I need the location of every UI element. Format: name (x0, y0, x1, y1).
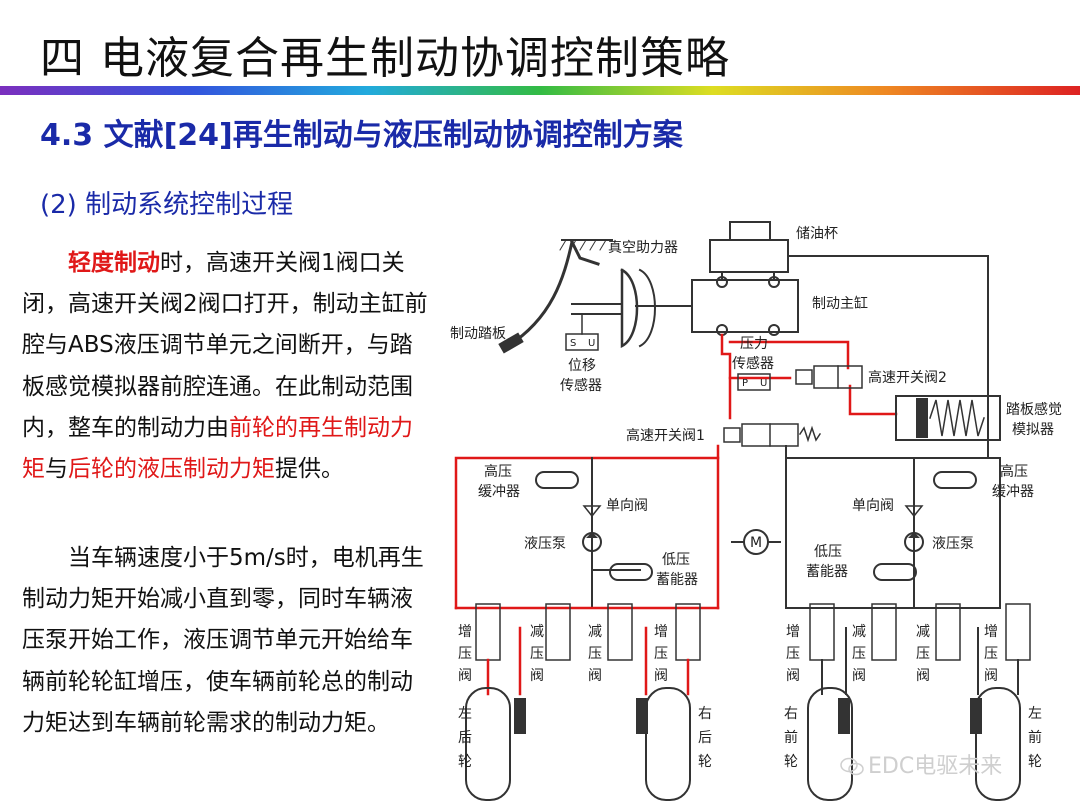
label-inc-valve: 压 (984, 646, 998, 662)
label-hp-right-1: 高压 (1000, 463, 1028, 480)
label-simulator-1: 踏板感觉 (1006, 401, 1062, 418)
label-brake-pedal: 制动踏板 (450, 326, 506, 342)
label-pump-right: 液压泵 (932, 536, 974, 552)
label-sensor-u: U (588, 338, 595, 349)
label-valve-2: 高速开关阀2 (868, 369, 947, 386)
paragraph-segment: 后轮的液压制动力矩 (68, 456, 275, 483)
label-right-front-wheel: 右 (784, 706, 798, 722)
label-sensor-u2: U (760, 378, 767, 389)
page-title: 四 电液复合再生制动协调控制策略 (40, 33, 730, 84)
paragraph-segment: 前轮的再生制动力矩 (22, 414, 413, 483)
label-pump-left: 液压泵 (524, 536, 566, 552)
paragraph-low-speed: 当车辆速度小于5m/s时，电机再生制动力矩开始减小直到零，同时车辆液压泵开始工作… (22, 545, 424, 736)
label-hp-left-1: 高压 (484, 463, 512, 480)
label-inc-valve: 压 (654, 646, 668, 662)
label-inc-valve: 阀 (654, 668, 668, 684)
label-inc-valve: 压 (458, 646, 472, 662)
label-inc-valve: 增 (458, 624, 472, 640)
label-lp-right-2: 蓄能器 (806, 564, 848, 580)
label-dec-valve: 减 (916, 624, 930, 640)
label-pressure-1: 压力 (740, 336, 768, 352)
label-right-rear-wheel: 轮 (698, 754, 712, 770)
label-check-left: 单向阀 (606, 498, 648, 514)
label-inc-valve: 阀 (786, 668, 800, 684)
label-dec-valve: 阀 (916, 668, 930, 684)
brake-system-diagram: 真空助力器 储油杯 制动主缸 制动踏板 S U 位移 传感器 压力 传感器 P … (450, 221, 1062, 801)
label-dec-valve: 阀 (530, 668, 544, 684)
label-lp-left-2: 蓄能器 (656, 572, 698, 588)
label-right-rear-wheel: 后 (698, 730, 712, 746)
label-inc-valve: 阀 (984, 668, 998, 684)
label-pressure-2: 传感器 (732, 355, 774, 372)
wechat-icon (840, 757, 864, 776)
label-dec-valve: 压 (530, 646, 544, 662)
label-simulator-2: 模拟器 (1012, 422, 1054, 438)
paragraph-segment: 与 (45, 456, 68, 483)
label-dec-valve: 减 (852, 624, 866, 640)
valve-labels: 增 压 阀 减 压 阀 减 压 阀 增 压 阀 增 压 阀 减 压 阀 减 压 … (458, 624, 998, 684)
subsection-title: (2) 制动系统控制过程 (40, 190, 294, 220)
section-subtitle: 4.3 文献[24]再生制动与液压制动协调控制方案 (40, 118, 683, 153)
label-inc-valve: 增 (654, 624, 668, 640)
label-valve-1: 高速开关阀1 (626, 427, 705, 444)
label-vacuum-booster: 真空助力器 (608, 240, 678, 256)
label-dec-valve: 减 (588, 624, 602, 640)
label-right-front-wheel: 轮 (784, 754, 798, 770)
label-dec-valve: 压 (916, 646, 930, 662)
label-left-rear-wheel: 左 (458, 706, 472, 722)
label-dec-valve: 阀 (852, 668, 866, 684)
label-hp-left-2: 缓冲器 (478, 484, 520, 500)
paragraph-segment: 提供。 (275, 456, 344, 483)
label-left-rear-wheel: 轮 (458, 754, 472, 770)
label-dec-valve: 压 (588, 646, 602, 662)
label-left-front-wheel: 轮 (1028, 754, 1042, 770)
paragraph-segment: 轻度制动 (68, 250, 160, 276)
label-displacement-1: 位移 (568, 358, 596, 374)
label-inc-valve: 阀 (458, 668, 472, 684)
label-left-rear-wheel: 后 (458, 730, 472, 746)
label-displacement-2: 传感器 (560, 377, 602, 394)
label-sensor-s: S (570, 338, 576, 349)
label-reservoir: 储油杯 (796, 226, 838, 242)
label-motor: M (750, 535, 762, 551)
rainbow-divider (0, 86, 1080, 95)
label-inc-valve: 压 (786, 646, 800, 662)
label-left-front-wheel: 前 (1028, 729, 1042, 746)
wheel-labels: 左 后 轮 右 后 轮 右 前 轮 左 前 轮 (458, 706, 1042, 770)
label-dec-valve: 阀 (588, 668, 602, 684)
paragraph-light-braking: 轻度制动时，高速开关阀1阀口关闭，高速开关阀2阀口打开，制动主缸前腔与ABS液压… (22, 243, 430, 490)
label-dec-valve: 压 (852, 646, 866, 662)
label-sensor-p: P (742, 378, 748, 389)
label-dec-valve: 减 (530, 624, 544, 640)
label-check-right: 单向阀 (852, 498, 894, 514)
label-left-front-wheel: 左 (1028, 706, 1042, 722)
paragraph-segment: 时，高速开关阀1阀口关闭，高速开关阀2阀口打开，制动主缸前腔与ABS液压调节单元… (22, 250, 428, 441)
label-lp-right-1: 低压 (814, 544, 842, 560)
label-right-rear-wheel: 右 (698, 706, 712, 722)
watermark-text: EDC电驱未来 (868, 754, 1003, 779)
label-inc-valve: 增 (984, 624, 998, 640)
label-lp-left-1: 低压 (662, 552, 690, 568)
label-right-front-wheel: 前 (784, 729, 798, 746)
label-hp-right-2: 缓冲器 (992, 484, 1034, 500)
watermark: EDC电驱未来 (840, 748, 1002, 780)
label-inc-valve: 增 (786, 624, 800, 640)
label-master-cylinder: 制动主缸 (812, 295, 868, 312)
